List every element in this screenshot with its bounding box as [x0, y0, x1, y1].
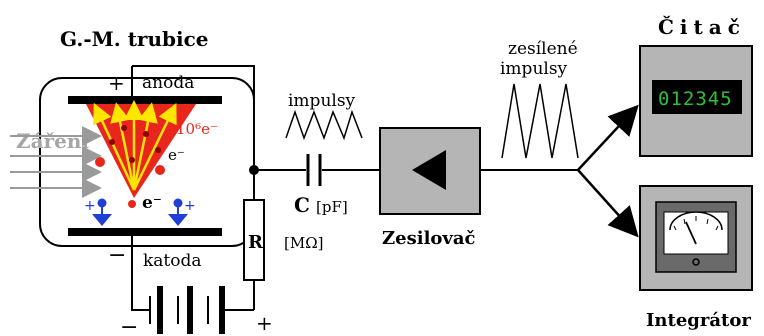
- positive-ions: + +: [84, 198, 196, 226]
- anode-label: anoda: [142, 73, 194, 93]
- meter-scale: [669, 211, 723, 231]
- capacitor-unit: [pF]: [316, 198, 348, 216]
- meter-needle-icon: [685, 221, 697, 245]
- cathode-plate: [68, 228, 222, 236]
- amplifier-label: Zesilovač: [382, 228, 476, 249]
- amplified-label-line1: zesílené: [508, 39, 578, 59]
- svg-text:+: +: [184, 198, 196, 214]
- input-pulses: [285, 109, 363, 141]
- electron-label-main: e⁻: [142, 193, 162, 213]
- electron-label-small: e⁻: [168, 146, 185, 164]
- branch-to-counter: [577, 104, 639, 171]
- capacitor-label: C: [294, 193, 310, 217]
- resistor-unit: [MΩ]: [284, 234, 324, 252]
- radiation-label: Záření: [16, 129, 89, 153]
- primary-electron: [128, 200, 136, 208]
- impulses-label: impulsy: [288, 91, 356, 111]
- minus-sign: −: [108, 243, 126, 268]
- radiation-arrows: [10, 126, 102, 198]
- tube-title: G.-M. trubice: [60, 27, 209, 51]
- cathode-wire: [131, 236, 150, 311]
- resistor-label: R: [248, 232, 264, 253]
- battery: [149, 286, 225, 334]
- amplified-label-line2: impulsy: [500, 59, 568, 79]
- anode-wire: [132, 65, 255, 170]
- electron-count: 10⁶e⁻: [176, 120, 218, 138]
- electron-dots: [109, 125, 161, 163]
- svg-text:+: +: [84, 198, 96, 214]
- branch-to-integrator: [577, 169, 639, 238]
- amplifier-triangle-icon: [412, 150, 446, 190]
- counter-digits: 012345: [658, 88, 733, 110]
- integrator-label: Integrátor: [646, 310, 751, 331]
- amplified-pulses: [501, 83, 579, 159]
- cathode-label: katoda: [143, 251, 202, 271]
- meter-ticks: [673, 216, 719, 231]
- meter-knob: [692, 258, 700, 266]
- anode-plate: [68, 96, 222, 104]
- counter-label: Čitač: [658, 14, 746, 39]
- counter-display: [652, 80, 742, 114]
- avalanche-arrows: [93, 100, 177, 191]
- battery-plus: +: [256, 311, 273, 335]
- battery-minus: −: [120, 315, 138, 336]
- plus-sign: +: [108, 71, 125, 95]
